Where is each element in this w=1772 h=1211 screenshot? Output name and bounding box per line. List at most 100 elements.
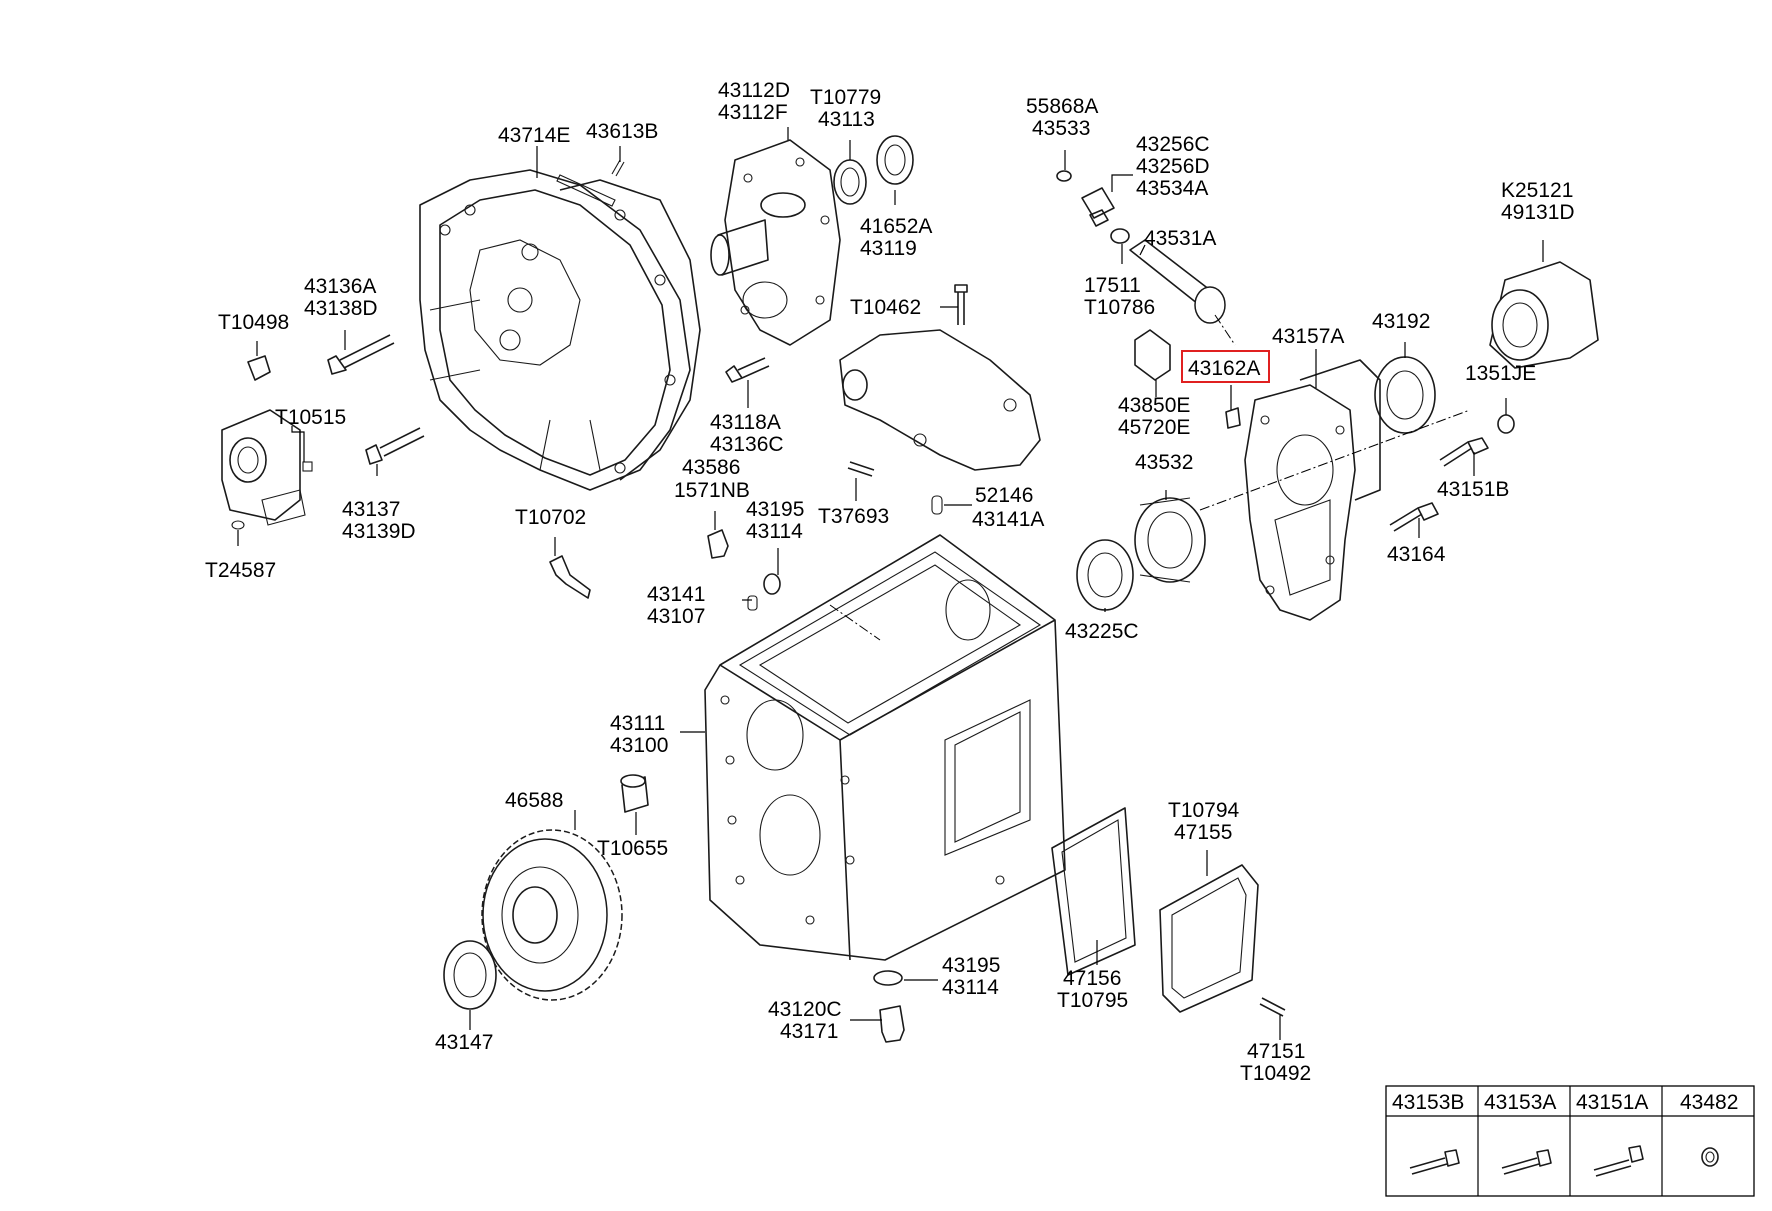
rear-housing-drawing	[1244, 359, 1381, 621]
label-43714E: 43714E	[498, 124, 570, 147]
bolt-T37693	[847, 461, 875, 477]
label-41652A: 41652A	[860, 215, 932, 238]
seal-41652A-inner	[884, 144, 906, 176]
o-ring-17511	[1110, 228, 1130, 244]
legend-washer-icon-inner	[1705, 1151, 1715, 1163]
label-T10462: T10462	[850, 296, 921, 319]
label-43157A: 43157A	[1272, 325, 1344, 348]
plug-43162A	[1225, 407, 1241, 429]
bolt-43136A	[327, 334, 395, 375]
front-cover-drawing	[710, 139, 841, 346]
transmission-case-drawing	[704, 534, 1066, 961]
cover-47155-drawing	[1159, 864, 1259, 1013]
label-43136A: 43136A	[304, 275, 376, 298]
label-43114-upper: 43114	[746, 520, 803, 543]
washer-43195-top	[763, 573, 781, 595]
label-43534A: 43534A	[1136, 177, 1208, 200]
bearing-43532-drawing	[1134, 497, 1206, 583]
seal-43192	[1374, 356, 1436, 434]
gasket-47156-drawing	[1051, 807, 1136, 976]
bolt-43118A	[725, 357, 770, 383]
label-T10498: T10498	[218, 311, 289, 334]
label-43112F: 43112F	[718, 101, 788, 124]
clutch-housing-drawing	[419, 169, 701, 491]
label-43162A: 43162A	[1188, 357, 1260, 380]
bolt-43164	[1389, 502, 1439, 532]
bolt-43137	[365, 427, 425, 465]
bolt-T10462	[954, 284, 968, 325]
label-T24587: T24587	[205, 559, 276, 582]
seal-T10779-inner	[840, 167, 860, 197]
label-43114-lower: 43114	[942, 976, 999, 999]
label-52146: 52146	[975, 484, 1033, 507]
label-17511: 17511	[1084, 274, 1141, 297]
label-43192: 43192	[1372, 310, 1430, 333]
legend-header-43151A: 43151A	[1576, 1091, 1648, 1114]
bolt-47151	[1259, 997, 1286, 1017]
bracket-43850E-drawing	[1134, 329, 1171, 381]
label-43532: 43532	[1135, 451, 1193, 474]
label-43164: 43164	[1387, 543, 1446, 566]
seal-T10779	[833, 159, 867, 205]
legend-bolt-icon-1	[1409, 1149, 1460, 1175]
label-43195-lower: 43195	[942, 954, 1000, 977]
speedo-gear-drawing	[1129, 239, 1226, 324]
label-43256D: 43256D	[1136, 155, 1210, 178]
pin-52146	[931, 495, 943, 515]
label-43141: 43141	[647, 583, 705, 606]
shift-housing-drawing	[839, 329, 1041, 471]
centerline-rear	[1199, 409, 1471, 511]
label-43171: 43171	[780, 1020, 838, 1043]
label-43112D: 43112D	[718, 79, 790, 102]
label-43533: 43533	[1032, 117, 1090, 140]
label-K25121: K25121	[1501, 179, 1573, 202]
centerline-front	[829, 604, 881, 641]
label-T10794: T10794	[1168, 799, 1240, 822]
speedo-sleeve-drawing	[1081, 187, 1115, 227]
label-43138D: 43138D	[304, 297, 378, 320]
label-T10779: T10779	[810, 86, 881, 109]
label-1571NB: 1571NB	[674, 479, 750, 502]
gear-46588-drawing	[481, 829, 623, 1001]
washer-1351JE	[1497, 414, 1515, 434]
bearing-43147-drawing	[443, 940, 497, 1010]
label-43118A: 43118A	[710, 411, 781, 434]
label-43139D: 43139D	[342, 520, 416, 543]
label-49131D: 49131D	[1501, 201, 1575, 224]
label-T37693: T37693	[818, 505, 889, 528]
release-bearing-drawing	[221, 409, 306, 526]
label-47155: 47155	[1174, 821, 1232, 844]
label-47156: 47156	[1063, 967, 1121, 990]
legend-bolt-icon-3	[1593, 1145, 1644, 1177]
label-43586: 43586	[682, 456, 740, 479]
label-43613B: 43613B	[586, 120, 658, 143]
washer-43533	[1056, 170, 1072, 182]
label-1351JE: 1351JE	[1465, 362, 1536, 385]
label-T10702: T10702	[515, 506, 586, 529]
legend-header-43482: 43482	[1680, 1091, 1738, 1114]
bushing-T10655-drawing	[620, 774, 649, 813]
plug-43586	[707, 529, 729, 559]
label-43195-upper: 43195	[746, 498, 804, 521]
label-45720E: 45720E	[1118, 416, 1190, 439]
label-43225C: 43225C	[1065, 620, 1139, 643]
label-43136C: 43136C	[710, 433, 784, 456]
pin-43613B	[611, 159, 625, 177]
breather-T10702	[549, 555, 591, 599]
label-43113: 43113	[818, 108, 875, 131]
highlight-box-43162A	[1181, 350, 1270, 383]
clip-T24587	[231, 520, 245, 530]
legend-header-43153B: 43153B	[1392, 1091, 1464, 1114]
label-43151B: 43151B	[1437, 478, 1509, 501]
seal-41652A	[876, 135, 914, 185]
label-43100: 43100	[610, 734, 668, 757]
leader-lines	[237, 127, 1544, 1040]
label-T10492: T10492	[1240, 1062, 1311, 1085]
pin-43141	[747, 595, 758, 611]
label-43256C: 43256C	[1136, 133, 1210, 156]
label-43850E: 43850E	[1118, 394, 1190, 417]
label-T10515: T10515	[275, 406, 346, 429]
label-43137: 43137	[342, 498, 400, 521]
label-T10795: T10795	[1057, 989, 1128, 1012]
label-T10655: T10655	[597, 837, 668, 860]
